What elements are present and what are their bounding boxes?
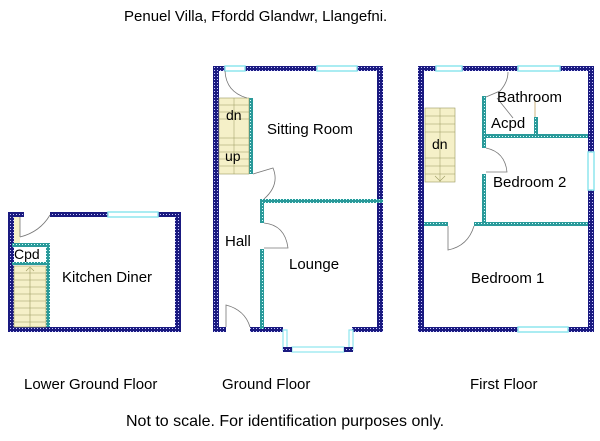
window <box>224 65 246 72</box>
room-label-bedroom-1: Bedroom 1 <box>471 270 544 287</box>
cupboard-area <box>14 217 20 243</box>
external-wall <box>568 327 594 332</box>
stair-label-dn: dn <box>432 136 448 152</box>
window <box>107 211 159 218</box>
external-wall <box>352 327 383 332</box>
stair-label-dn: dn <box>226 107 242 123</box>
disclaimer: Not to scale. For identification purpose… <box>126 413 445 430</box>
door-swing <box>485 71 509 98</box>
window <box>587 151 595 191</box>
floor-label-ground: Ground Floor <box>222 376 311 393</box>
external-wall <box>8 212 24 217</box>
room-label-lounge: Lounge <box>289 256 339 273</box>
external-wall <box>560 66 594 71</box>
external-wall <box>245 66 317 71</box>
internal-wall <box>46 243 50 327</box>
ground-floor-plan: dn up Sitting Room Hall Lounge <box>213 65 383 353</box>
first-floor-plan: dn Bathroom Acpd Bedroom 2 Bedroom 1 <box>418 65 595 333</box>
room-label-bedroom-2: Bedroom 2 <box>493 174 566 191</box>
external-wall <box>462 66 518 71</box>
door-swing <box>447 225 475 251</box>
internal-wall <box>482 174 486 226</box>
window <box>316 65 358 72</box>
window <box>517 65 561 72</box>
internal-wall <box>260 249 264 329</box>
external-wall <box>8 212 14 331</box>
internal-wall <box>424 222 448 226</box>
door-swing <box>225 304 251 328</box>
door-swing <box>252 167 276 200</box>
internal-wall <box>260 199 383 203</box>
door-swing <box>19 214 51 238</box>
external-wall <box>50 212 108 217</box>
room-label-hall: Hall <box>225 233 251 250</box>
lower-ground-floor-plan: Cpd Kitchen Diner <box>8 211 181 332</box>
external-wall <box>158 212 181 217</box>
external-wall <box>418 66 436 71</box>
bay-window <box>282 329 354 353</box>
external-wall <box>213 66 219 332</box>
ff-stairs <box>424 107 456 183</box>
door-swing <box>485 147 508 173</box>
external-wall <box>418 66 424 332</box>
floor-label-first: First Floor <box>470 376 538 393</box>
door-swing <box>496 97 514 119</box>
window <box>517 326 569 333</box>
room-label-cpd: Cpd <box>14 246 40 262</box>
door-swing <box>224 70 248 99</box>
external-wall <box>213 327 226 332</box>
external-wall <box>418 327 518 332</box>
page-title: Penuel Villa, Ffordd Glandwr, Llangefni. <box>124 8 388 25</box>
internal-wall <box>482 96 486 148</box>
internal-wall <box>12 243 50 247</box>
internal-wall <box>249 98 253 174</box>
room-label-bathroom: Bathroom <box>497 89 562 106</box>
door-swing <box>263 222 289 249</box>
external-wall <box>250 327 283 332</box>
window <box>435 65 463 72</box>
external-wall <box>213 66 225 71</box>
room-label-acpd: Acpd <box>491 115 525 132</box>
external-wall <box>175 212 181 331</box>
lgf-stairs <box>13 265 47 328</box>
external-wall <box>8 327 181 332</box>
internal-wall <box>12 262 48 265</box>
room-label-sitting-room: Sitting Room <box>267 121 353 138</box>
external-wall <box>357 66 383 71</box>
stair-label-up: up <box>225 148 241 164</box>
floor-label-lower-ground: Lower Ground Floor <box>24 376 158 393</box>
external-wall <box>588 66 594 332</box>
internal-wall <box>474 222 588 226</box>
gf-stairs <box>218 97 250 175</box>
room-label-kitchen-diner: Kitchen Diner <box>62 269 152 286</box>
internal-wall <box>260 199 264 223</box>
internal-wall <box>534 117 538 136</box>
